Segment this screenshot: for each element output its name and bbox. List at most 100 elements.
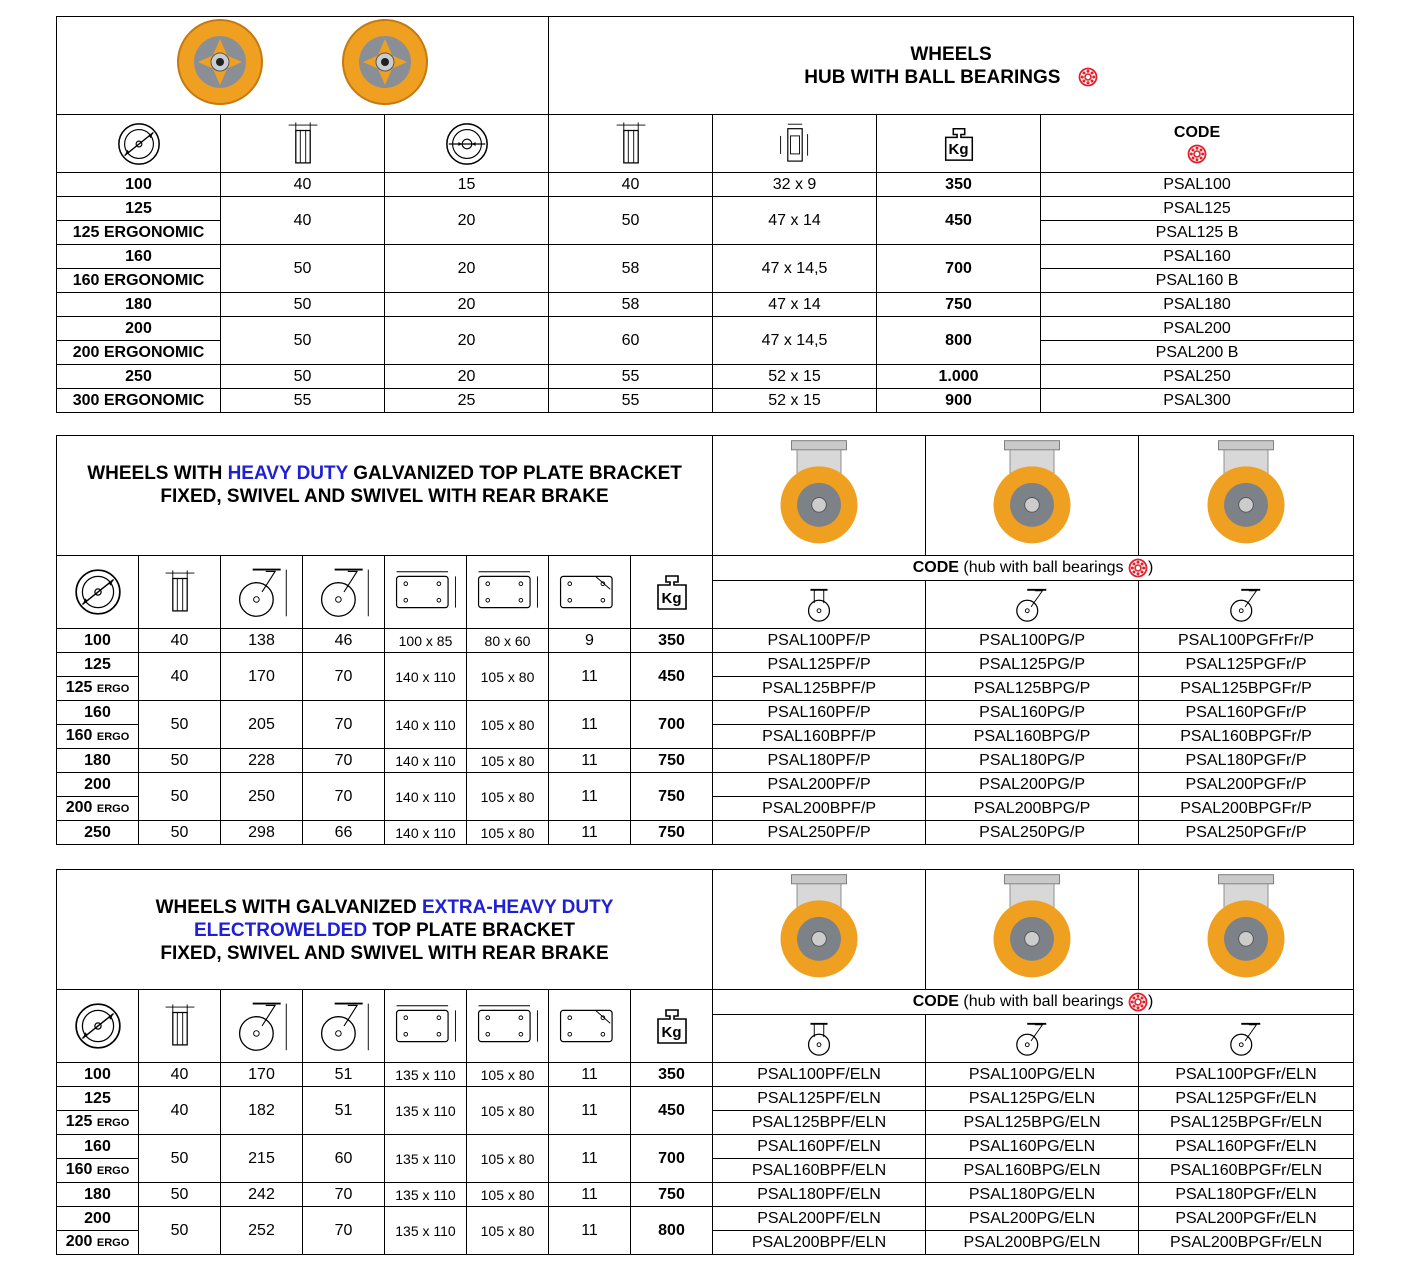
width-cell: 50 [138,700,221,749]
code-fixed-cell: PSAL125BPF/ELN [712,1110,927,1135]
ergo-label: ERGO [96,1165,130,1177]
load-capacity-icon: Kg [629,989,714,1063]
bolt-spacing-cell: 105 x 80 [466,820,549,845]
brake-castor-icon [1138,1014,1354,1063]
code-fixed-cell: PSAL200BPF/ELN [712,1230,927,1255]
code-fixed-cell: PSAL200PF/ELN [712,1206,927,1231]
section-title: WHEELS WITH HEAVY DUTY GALVANIZED TOP PL… [55,435,714,556]
ball-bearing-icon [1187,144,1207,164]
width-cell: 50 [220,244,385,293]
code-fixed-cell: PSAL100PF/ELN [712,1062,927,1087]
load-cell: 800 [876,316,1042,365]
code-fixed-cell: PSAL160PF/P [712,700,927,725]
diameter-value: 200 [65,799,93,816]
bolt-spacing-cell: 105 x 80 [466,1206,549,1255]
code-cell: PSAL250 [1040,364,1354,389]
brake-castor-icon [1138,580,1354,629]
code-brake-cell: PSAL180PGFr/ELN [1138,1182,1354,1207]
bolt-cell: 11 [548,772,631,821]
load-cell: 350 [629,628,714,653]
code-swivel-cell: PSAL125PG/ELN [925,1086,1140,1111]
offset-cell: 70 [302,748,385,773]
code-brake-cell: PSAL180PGFr/P [1138,748,1354,773]
code-header-close: ) [1147,559,1154,576]
diameter-value: 125 [65,1113,93,1130]
hub-diameter-icon [383,114,550,173]
plate-cell: 140 x 110 [384,772,467,821]
bolt-cell: 11 [548,1086,631,1135]
bolt-cell: 11 [548,1134,631,1183]
diameter-cell: 180 [56,292,221,317]
title-part: GALVANIZED TOP PLATE BRACKET [347,463,682,484]
offset-cell: 66 [302,820,385,845]
section-title-line1: WHEELS WITH GALVANIZED EXTRA-HEAVY DUTY [57,896,712,919]
bolt-cell: 11 [548,820,631,845]
bolt-spacing-cell: 105 x 80 [466,700,549,749]
diameter-cell: 125 [56,196,221,221]
diameter-cell: 200 ERGONOMIC [56,340,221,365]
section-title: WHEELS HUB WITH BALL BEARINGS [548,16,1354,115]
title-highlight: ELECTROWELDED [193,920,368,941]
diameter-cell: 200 [56,1206,139,1231]
diameter-cell: 125 [56,1086,139,1111]
code-cell: PSAL160 [1040,244,1354,269]
ergo-label: ERGO [96,1237,130,1249]
hub-cell: 15 [383,172,550,197]
castor-photo-fixed [712,435,927,556]
castor-photo-fixed [712,869,927,990]
plate-cell: 135 x 110 [384,1086,467,1135]
diameter-cell: 250 [56,364,221,389]
code-header-note: (hub with ball bearings [958,559,1128,576]
code-swivel-cell: PSAL125BPG/P [925,676,1140,701]
code-swivel-cell: PSAL200PG/P [925,772,1140,797]
diameter-cell: 160 [56,1134,139,1159]
load-cell: 750 [629,748,714,773]
code-cell: PSAL300 [1040,388,1354,413]
code-brake-cell: PSAL200BPGFr/ELN [1138,1230,1354,1255]
section-title-line1: WHEELS WITH HEAVY DUTY GALVANIZED TOP PL… [57,462,712,485]
diameter-cell: 160 ERGO [56,1158,139,1183]
diameter-cell: 160 ERGO [56,724,139,749]
hub-cell: 20 [383,292,550,317]
ergo-label: ERGO [96,683,130,695]
ergo-label: ERGO [96,1117,130,1129]
code-fixed-cell: PSAL125PF/P [712,652,927,677]
code-brake-cell: PSAL125BPGFr/P [1138,676,1354,701]
section-wheels-ball-bearings: WHEELS HUB WITH BALL BEARINGS Kg CODE 10… [55,16,1354,413]
code-header: CODE (hub with ball bearings ) [712,989,1354,1015]
diameter-cell: 125 ERGONOMIC [56,220,221,245]
load-cell: 900 [876,388,1042,413]
load-cell: 450 [629,1086,714,1135]
castor-photo-brake [1138,869,1354,990]
offset-icon [302,555,385,629]
ball-bearing-icon [1128,992,1148,1012]
bolt-hole-icon [548,989,631,1063]
section-title: WHEELS WITH GALVANIZED EXTRA-HEAVY DUTY … [55,869,714,990]
section-title-line2: ELECTROWELDED TOP PLATE BRACKET [57,919,712,942]
bolt-spacing-cell: 105 x 80 [466,748,549,773]
load-cell: 350 [876,172,1042,197]
hub-length-icon [548,114,714,173]
ball-bearing-icon [1128,558,1148,578]
code-swivel-cell: PSAL125BPG/ELN [925,1110,1140,1135]
ergo-label: ERGO [96,731,130,743]
code-swivel-cell: PSAL160BPG/ELN [925,1158,1140,1183]
castor-photo-brake [1138,435,1354,556]
diameter-value: 125 [65,679,93,696]
code-swivel-cell: PSAL200PG/ELN [925,1206,1140,1231]
code-swivel-cell: PSAL125PG/P [925,652,1140,677]
hub-cell: 20 [383,244,550,293]
code-cell: PSAL160 B [1040,268,1354,293]
width-cell: 50 [138,772,221,821]
code-header: CODE [1040,114,1354,173]
height-icon [220,989,303,1063]
bolt-cell: 11 [548,1062,631,1087]
